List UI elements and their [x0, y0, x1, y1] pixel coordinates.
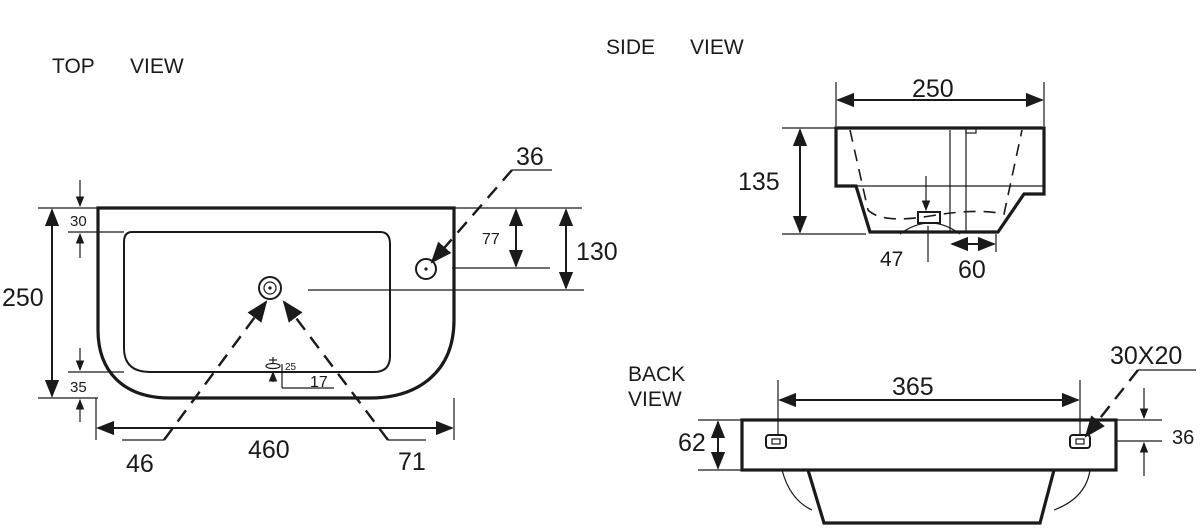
side-view-title-b: VIEW — [690, 36, 744, 59]
back-view-title-b: VIEW — [628, 388, 682, 411]
side-dim-height: 135 — [738, 168, 780, 196]
top-view-title-a: TOP — [52, 55, 95, 78]
back-dim-hole-spacing: 365 — [892, 373, 934, 401]
back-view: BACK VIEW 365 62 30X20 36 — [628, 342, 1196, 525]
back-lower-body — [806, 469, 1056, 525]
side-dim-bottom-width: 60 — [958, 256, 986, 284]
waste-hole — [258, 276, 282, 300]
dim-waste-offset: 130 — [576, 238, 618, 266]
dim-tap-hole-dia: 36 — [516, 143, 544, 171]
top-view: TOP VIEW 25 17 250 30 — [2, 55, 618, 478]
side-waste-trap — [917, 211, 941, 224]
back-plate — [740, 418, 1118, 472]
mounting-hole-left — [765, 434, 787, 449]
dim-overall-depth: 250 — [2, 284, 44, 312]
bowl-outline — [123, 231, 391, 373]
back-dim-hole-offset: 36 — [1172, 427, 1194, 449]
back-dim-hole-size: 30X20 — [1110, 342, 1182, 370]
side-dim-depth: 250 — [912, 75, 954, 103]
dim-bottom-margin: 35 — [70, 379, 87, 396]
dim-tap-hole-offset: 77 — [482, 231, 500, 248]
overflow-small-label: 25 — [285, 362, 297, 373]
dim-width: 460 — [248, 436, 290, 464]
side-dim-bottom-offset: 47 — [880, 248, 903, 271]
dim-top-margin: 30 — [70, 213, 87, 230]
overflow-slot — [265, 362, 281, 370]
overflow-width-label: 17 — [310, 374, 328, 391]
tap-hole — [415, 258, 437, 280]
back-dim-height: 62 — [678, 429, 706, 457]
side-view: SIDE VIEW 250 135 47 60 — [606, 36, 1046, 284]
basin-outline — [96, 206, 456, 400]
dim-waste-dia-right: 71 — [398, 448, 426, 476]
back-view-title-a: BACK — [628, 363, 685, 386]
top-view-title-b: VIEW — [130, 55, 184, 78]
side-view-title-a: SIDE — [606, 36, 655, 59]
mounting-hole-right — [1069, 434, 1091, 449]
dim-waste-dia-left: 46 — [126, 450, 154, 478]
